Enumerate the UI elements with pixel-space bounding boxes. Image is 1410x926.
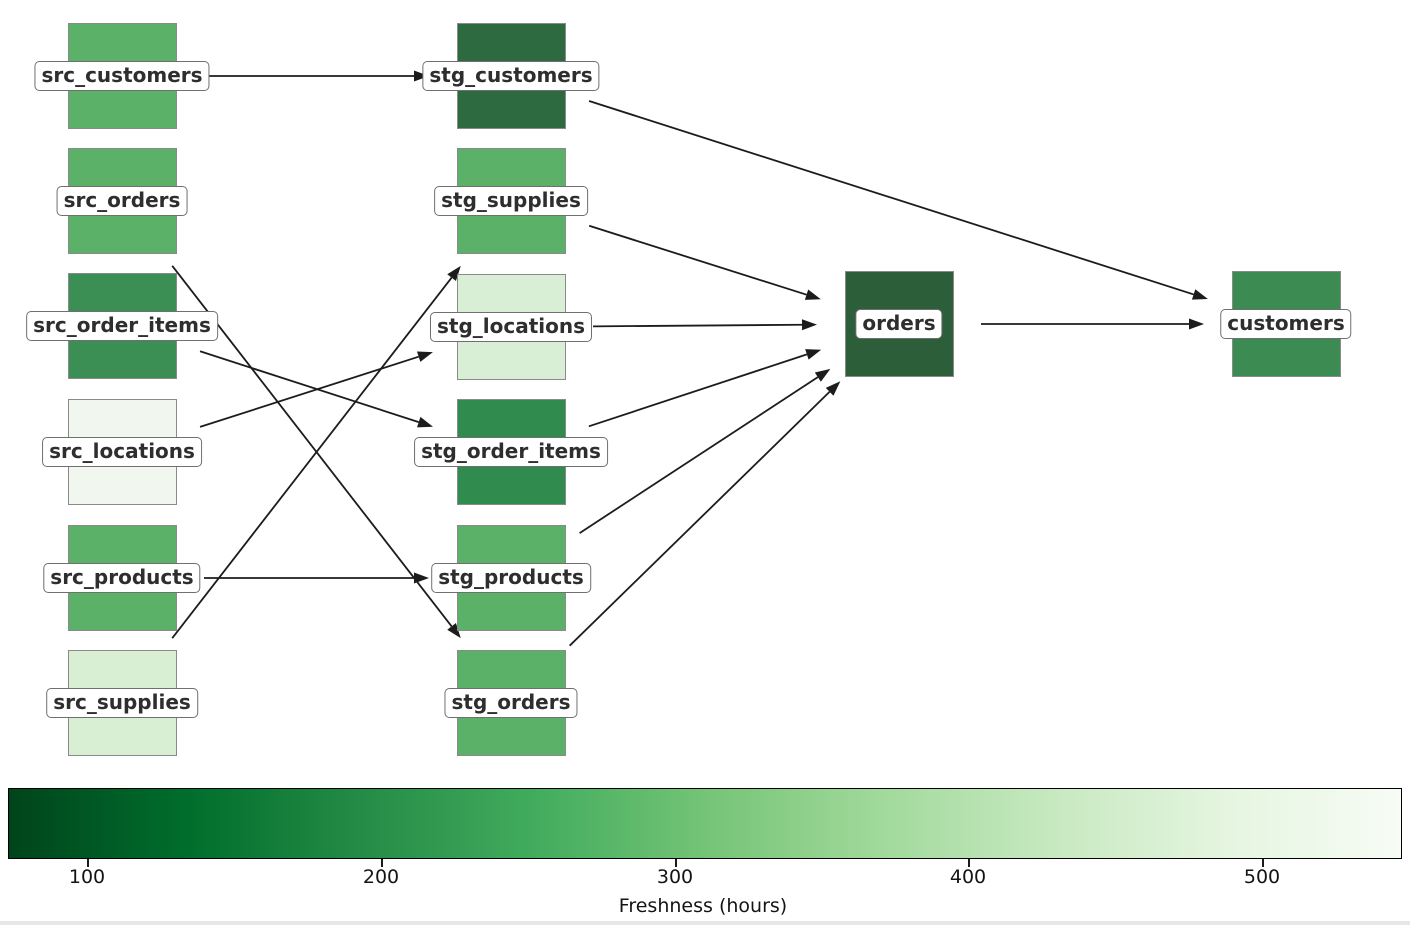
arrowhead-src_order_items-to-stg_order_items (417, 416, 433, 428)
colorbar-gradient (8, 788, 1402, 859)
node-stg_locations-label: stg_locations (429, 312, 593, 342)
node-stg_supplies-label: stg_supplies (434, 186, 588, 216)
arrowhead-orders-to-customers (1189, 318, 1204, 330)
node-stg_customers-label: stg_customers (422, 61, 600, 91)
node-stg_order_items-label: stg_order_items (414, 437, 608, 467)
colorbar-axis-label: Freshness (hours) (618, 895, 788, 917)
arrowhead-src_customers-to-stg_customers (414, 70, 429, 82)
colorbar-tick-400 (968, 859, 970, 867)
node-src_order_items-label: src_order_items (26, 311, 218, 341)
arrowhead-stg_products-to-orders (814, 368, 831, 382)
edge-stg_orders-to-orders (569, 391, 831, 647)
colorbar-tick-500 (1262, 859, 1264, 867)
edge-stg_locations-to-orders (592, 323, 803, 328)
arrowhead-src_locations-to-stg_locations (416, 351, 433, 362)
node-stg_orders-label: stg_orders (444, 688, 578, 718)
arrowhead-stg_supplies-to-orders (804, 289, 821, 300)
colorbar-tick-200 (381, 859, 383, 867)
node-src_supplies-label: src_supplies (46, 688, 198, 718)
colorbar-tick-label-100: 100 (68, 866, 106, 888)
arrowhead-stg_orders-to-orders (825, 381, 841, 396)
colorbar-tick-label-300: 300 (656, 866, 694, 888)
edge-stg_order_items-to-orders (588, 353, 808, 428)
node-src_products-label: src_products (43, 563, 201, 593)
colorbar-tick-label-500: 500 (1243, 866, 1281, 888)
node-src_customers-label: src_customers (34, 61, 210, 91)
arrowhead-stg_customers-to-customers (1191, 289, 1208, 300)
node-orders-label: orders (855, 309, 943, 339)
node-stg_products-label: stg_products (431, 563, 591, 593)
node-customers-label: customers (1220, 309, 1352, 339)
node-src_orders-label: src_orders (56, 186, 188, 216)
colorbar-tick-label-400: 400 (949, 866, 987, 888)
colorbar-tick-label-200: 200 (362, 866, 400, 888)
edge-src_locations-to-stg_locations (199, 355, 419, 428)
edge-stg_products-to-orders (579, 376, 819, 534)
edge-stg_supplies-to-orders (588, 224, 807, 296)
arrowhead-stg_locations-to-orders (801, 319, 818, 331)
edge-src_orders-to-stg_orders (171, 265, 453, 627)
colorbar-tick-300 (675, 859, 677, 867)
arrowhead-stg_order_items-to-orders (805, 349, 822, 360)
node-src_locations-label: src_locations (42, 437, 202, 467)
arrowhead-src_orders-to-stg_orders (447, 622, 461, 639)
arrowhead-src_supplies-to-stg_supplies (447, 265, 461, 282)
bottom-edge-strip (0, 921, 1410, 925)
arrowhead-src_products-to-stg_products (414, 572, 429, 584)
colorbar-tick-100 (87, 859, 89, 867)
edge-src_order_items-to-stg_order_items (199, 350, 419, 423)
edge-src_supplies-to-stg_supplies (171, 277, 453, 639)
edge-stg_customers-to-customers (588, 100, 1194, 296)
